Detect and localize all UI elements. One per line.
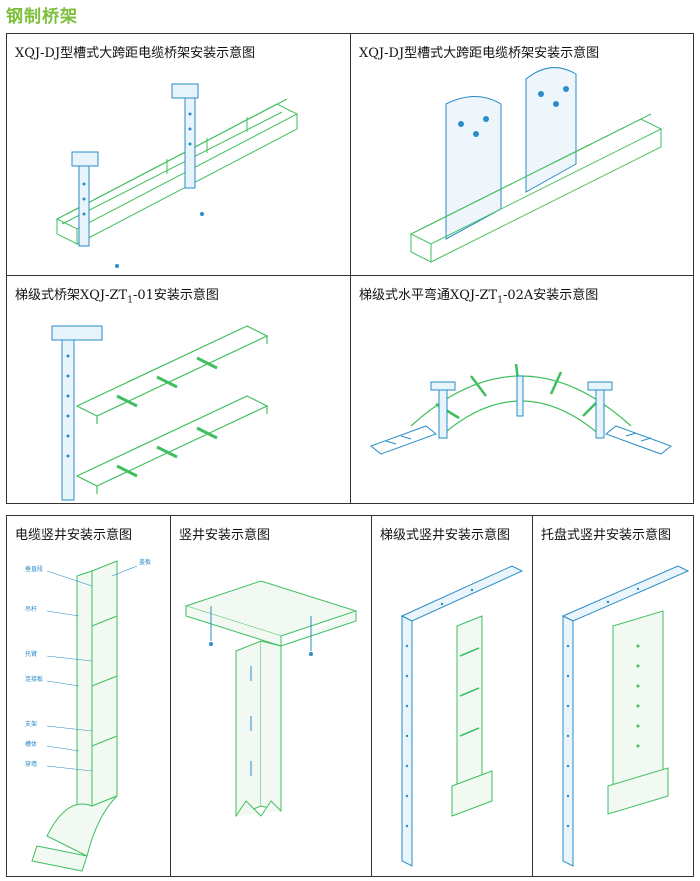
ladder-shaft-drawing xyxy=(400,565,524,867)
divider-vertical xyxy=(371,516,372,876)
horizontal-bend-drawing xyxy=(369,363,673,455)
callout-label: 支架 xyxy=(25,720,37,728)
bottom-diagram-panel: 电缆竖井安装示意图 垂直 xyxy=(6,515,694,877)
callout-label: 槽体 xyxy=(25,740,37,748)
caption: XQJ-DJ型槽式大跨距电缆桥架安装示意图 xyxy=(15,46,256,61)
cable-shaft-drawing: 垂直段 盖板 吊杆 托臂 连接板 支架 槽体 穿墙 xyxy=(25,558,151,872)
caption-subscript: 1 xyxy=(127,295,133,306)
divider-vertical xyxy=(350,34,351,503)
diagram-cell-cable-shaft: 电缆竖井安装示意图 垂直 xyxy=(7,516,170,878)
divider-vertical xyxy=(170,516,171,876)
ladder-tray-drawing xyxy=(51,325,269,501)
callout-label: 盖板 xyxy=(139,558,151,566)
top-diagram-panel: XQJ-DJ型槽式大跨距电缆桥架安装示意图 xyxy=(6,33,694,504)
caption-tail: -02A安装示意图 xyxy=(502,288,599,303)
caption-main: 梯级式水平弯通XQJ-ZT xyxy=(359,288,498,303)
caption-subscript: 1 xyxy=(497,295,503,306)
caption: 梯级式桥架XQJ-ZT1-01安装示意图 xyxy=(15,284,219,306)
trough-tray-wall-drawing xyxy=(409,67,663,263)
callout-label: 穿墙 xyxy=(25,760,37,768)
callout-label: 连接板 xyxy=(25,675,43,683)
caption-tail: -01安装示意图 xyxy=(132,288,219,303)
diagram-cell-trough-tray-2: XQJ-DJ型槽式大跨距电缆桥架安装示意图 xyxy=(351,34,695,275)
diagram-cell-shaft-install: 竖井安装示意图 xyxy=(171,516,371,878)
caption-main: 梯级式桥架XQJ-ZT xyxy=(15,288,128,303)
diagram-cell-tray-shaft: 托盘式竖井安装示意图 xyxy=(533,516,695,878)
caption: 梯级式水平弯通XQJ-ZT1-02A安装示意图 xyxy=(359,284,598,306)
page-title: 钢制桥架 xyxy=(6,7,78,27)
caption: 竖井安装示意图 xyxy=(179,528,271,543)
shaft-install-drawing xyxy=(184,580,358,817)
diagram-cell-ladder-tray: 梯级式桥架XQJ-ZT1-01安装示意图 xyxy=(7,276,350,505)
trough-tray-drawing xyxy=(55,83,299,268)
divider-horizontal xyxy=(7,275,693,276)
caption: 电缆竖井安装示意图 xyxy=(15,528,133,543)
diagram-cell-trough-tray-1: XQJ-DJ型槽式大跨距电缆桥架安装示意图 xyxy=(7,34,350,275)
diagram-cell-horizontal-bend: 梯级式水平弯通XQJ-ZT1-02A安装示意图 xyxy=(351,276,695,505)
diagram-cell-ladder-shaft: 梯级式竖井安装示意图 xyxy=(372,516,532,878)
caption: 梯级式竖井安装示意图 xyxy=(380,528,511,543)
callout-label: 吊杆 xyxy=(25,605,37,613)
caption: XQJ-DJ型槽式大跨距电缆桥架安装示意图 xyxy=(359,46,600,61)
callout-label: 垂直段 xyxy=(25,565,43,573)
callout-label: 托臂 xyxy=(25,650,37,658)
tray-shaft-drawing xyxy=(561,565,690,867)
caption: 托盘式竖井安装示意图 xyxy=(541,528,672,543)
divider-vertical xyxy=(532,516,533,876)
